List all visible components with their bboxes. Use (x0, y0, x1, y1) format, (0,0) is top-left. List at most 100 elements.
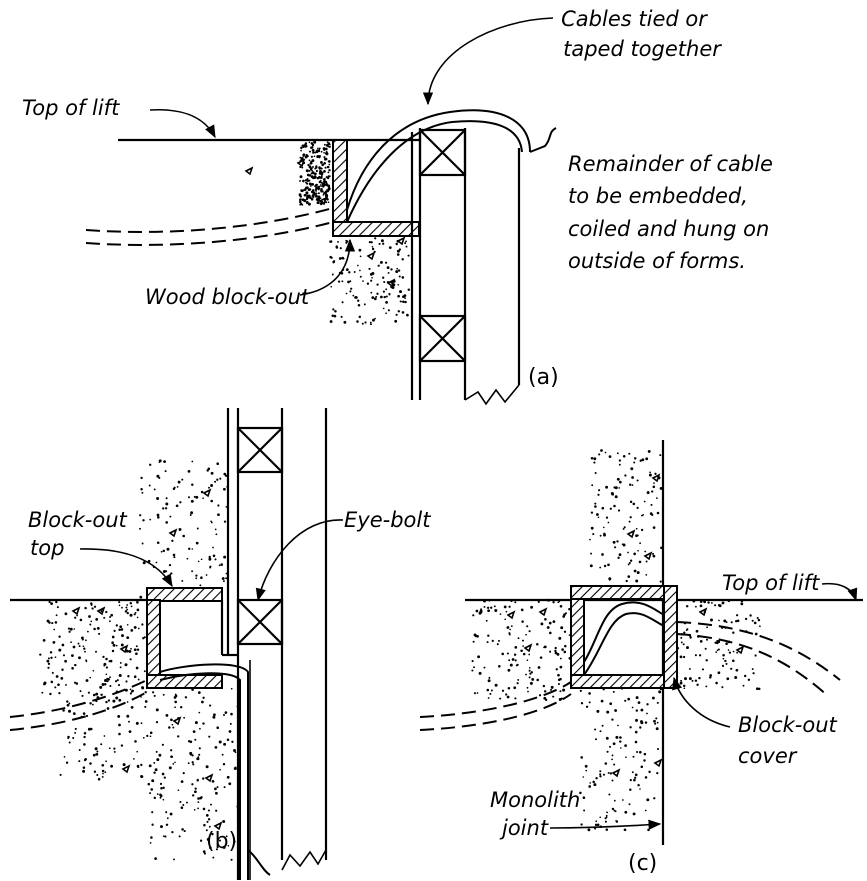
concrete-stipple-dot (717, 671, 721, 675)
concrete-stipple-dot (224, 711, 228, 714)
concrete-stipple-dot (187, 762, 190, 765)
concrete-stipple-dot (736, 619, 740, 623)
concrete-stipple-dot (387, 309, 390, 312)
concrete-stipple-dot (104, 679, 107, 682)
concrete-stipple-dot (311, 159, 315, 163)
concrete-stipple-dot (622, 799, 624, 801)
concrete-stipple-dot (66, 700, 69, 703)
concrete-stipple-dot (743, 674, 747, 678)
concrete-stipple-dot (118, 604, 121, 607)
concrete-stipple-dot (161, 743, 164, 746)
concrete-stipple-dot (50, 602, 53, 605)
concrete-stipple-dot (653, 797, 656, 800)
concrete-stipple-dot (95, 650, 97, 653)
concrete-stipple-dot (722, 654, 725, 657)
concrete-stipple-dot (349, 290, 352, 293)
concrete-stipple-dot (333, 314, 337, 318)
concrete-stipple-dot (725, 621, 728, 624)
concrete-stipple-dot (679, 681, 683, 685)
concrete-stipple-dot (614, 546, 617, 549)
concrete-stipple-dot (113, 747, 116, 750)
leader-blockout-top (79, 548, 173, 588)
concrete-stipple-dot (658, 690, 662, 694)
concrete-stipple-dot (107, 677, 110, 681)
concrete-stipple-dot (153, 694, 156, 697)
concrete-stipple-dot (178, 835, 181, 838)
concrete-stipple-dot (194, 790, 197, 794)
concrete-stipple-dot (234, 751, 237, 754)
concrete-stipple-dot (513, 686, 517, 690)
concrete-stipple-dot (148, 764, 152, 768)
concrete-stipple-dot (633, 457, 637, 460)
concrete-stipple-dot (92, 703, 94, 706)
concrete-stipple-dot (603, 533, 606, 537)
concrete-stipple-dot (199, 839, 203, 842)
concrete-stipple-dot (63, 756, 66, 758)
concrete-stipple-dot (321, 163, 325, 167)
concrete-stipple-dot (402, 300, 405, 303)
concrete-stipple-dot (214, 558, 217, 561)
concrete-stipple-dot (526, 659, 529, 661)
blockout-cover-left (570, 585, 585, 689)
cable-a-loop-outer (346, 109, 531, 211)
concrete-stipple-dot (644, 721, 648, 724)
concrete-stipple-dot (183, 716, 186, 719)
concrete-stipple-dot (562, 688, 566, 692)
concrete-stipple-dot (628, 561, 631, 565)
concrete-stipple-dot (363, 303, 366, 306)
concrete-stipple-dot (314, 185, 317, 188)
concrete-stipple-dot (163, 776, 166, 779)
concrete-stipple-dot (550, 688, 552, 691)
concrete-stipple-dot (320, 181, 323, 184)
concrete-stipple-dot (315, 189, 317, 192)
concrete-stipple-dot (197, 560, 200, 563)
concrete-stipple-dot (701, 668, 705, 671)
concrete-stipple-dot (224, 474, 228, 478)
concrete-stipple-dot (516, 682, 519, 685)
concrete-stipple-dot (364, 321, 367, 324)
concrete-stipple-dot (659, 454, 662, 457)
concrete-stipple-dot (628, 483, 632, 486)
concrete-stipple-dot (682, 684, 686, 688)
concrete-stipple-dot (325, 182, 328, 186)
concrete-stipple-dot (84, 650, 86, 653)
concrete-stipple-dot (622, 527, 625, 530)
concrete-stipple-dot (639, 726, 642, 729)
concrete-stipple-dot (310, 197, 314, 201)
concrete-stipple-dot (110, 764, 114, 768)
concrete-stipple-dot (304, 156, 308, 159)
concrete-stipple-dot (514, 646, 518, 649)
concrete-stipple-dot (208, 557, 212, 561)
concrete-stipple-dot (223, 472, 227, 476)
concrete-stipple-dot (374, 237, 377, 240)
concrete-stipple-dot (323, 143, 326, 146)
concrete-stipple-dot (755, 687, 759, 691)
concrete-stipple-dot (307, 194, 311, 198)
concrete-stipple-dot (133, 675, 137, 678)
concrete-stipple-dot (634, 773, 638, 777)
concrete-stipple-dot (205, 814, 209, 817)
concrete-stipple-dot (627, 575, 631, 578)
concrete-stipple-dot (323, 162, 326, 165)
concrete-stipple-dot (501, 689, 505, 692)
concrete-stipple-dot (113, 750, 116, 753)
concrete-stipple-dot (82, 769, 86, 773)
concrete-stipple-dot (92, 753, 96, 757)
concrete-stipple-dot (349, 280, 352, 283)
concrete-stipple-dot (396, 267, 399, 270)
concrete-stipple-dot (169, 812, 173, 816)
panel-b: Block-out top Eye-bolt (b) (9, 408, 431, 880)
concrete-stipple-dot (308, 159, 311, 162)
concrete-stipple-dot (319, 197, 322, 200)
concrete-stipple-dot (299, 198, 302, 201)
concrete-stipple-dot (90, 727, 93, 731)
concrete-stipple-dot (613, 799, 616, 802)
concrete-stipple-dot (200, 558, 203, 561)
concrete-stipple-dot (159, 782, 163, 785)
concrete-stipple-dot (510, 625, 513, 627)
concrete-stipple-dot (605, 516, 609, 519)
concrete-stipple-dot (318, 147, 321, 150)
concrete-stipple-dot (623, 526, 626, 529)
concrete-stipple-dot (396, 253, 400, 256)
concrete-stipple-dot (219, 839, 221, 842)
